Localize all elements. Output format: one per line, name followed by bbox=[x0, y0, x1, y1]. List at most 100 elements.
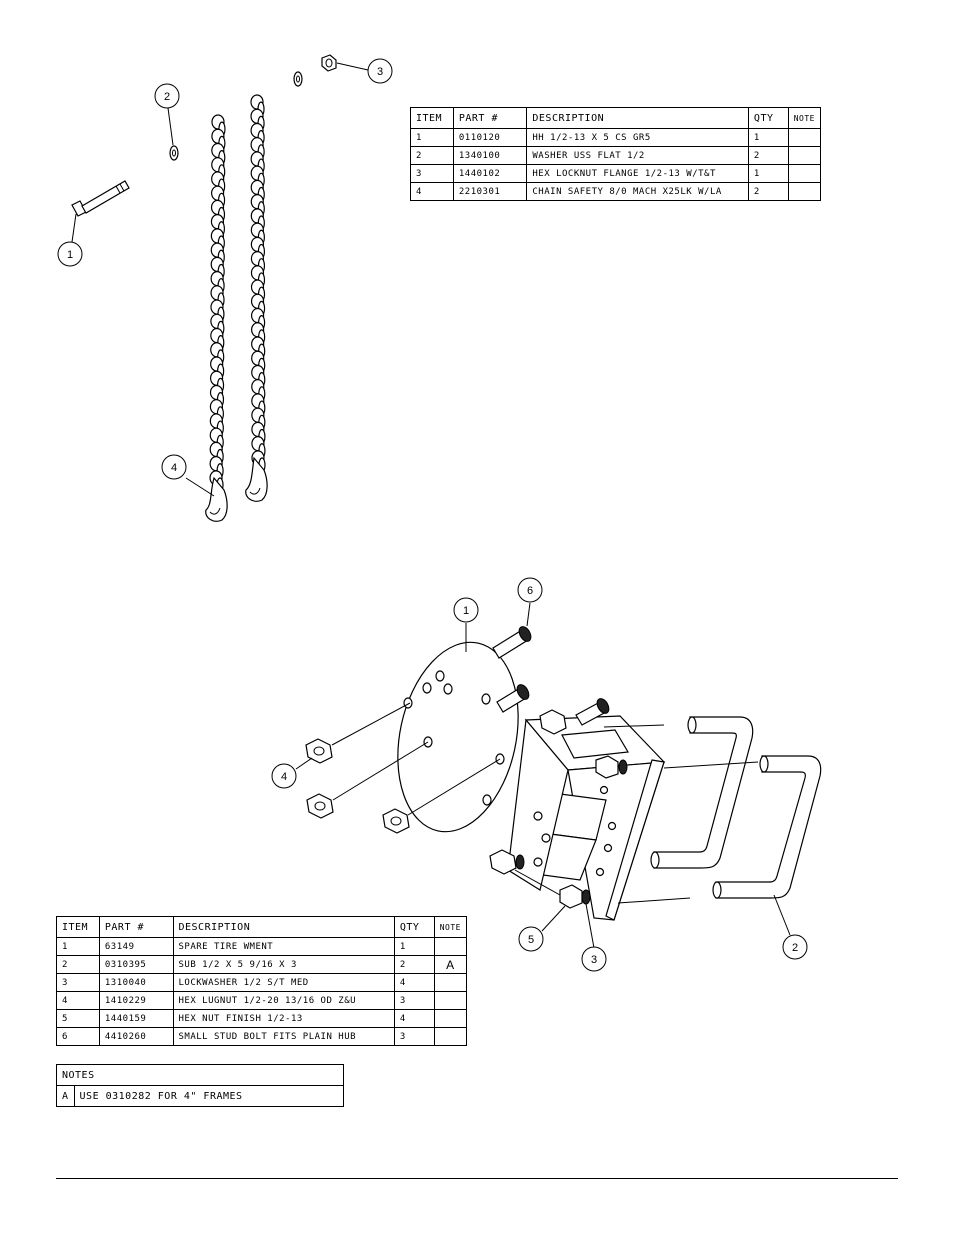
column-header-part: PART # bbox=[452, 107, 528, 129]
cell-qty: 1 bbox=[747, 128, 789, 147]
column-header-qty: QTY bbox=[747, 107, 789, 129]
cell-note bbox=[787, 182, 822, 201]
svg-text:2: 2 bbox=[164, 91, 170, 103]
bracket-weldment bbox=[505, 715, 666, 921]
column-header-item: ITEM bbox=[410, 107, 454, 129]
callout-bubbles: 1 2 3 4 1 2 3 4 5 6 bbox=[57, 58, 808, 972]
cell-part: 0310395 bbox=[98, 955, 174, 974]
washer-part bbox=[293, 71, 303, 87]
cell-item: 6 bbox=[56, 1027, 100, 1046]
leader-line bbox=[603, 724, 665, 728]
callout-lower-2: 2 bbox=[782, 934, 808, 960]
hex-nut-lower bbox=[489, 849, 591, 909]
cell-qty: 2 bbox=[747, 182, 789, 201]
leader-line bbox=[332, 741, 429, 801]
cell-description: SMALL STUD BOLT FITS PLAIN HUB bbox=[172, 1027, 395, 1046]
notes-table: NOTES A USE 0310282 FOR 4" FRAMES bbox=[56, 1064, 345, 1107]
leader-line bbox=[185, 477, 215, 497]
svg-text:1: 1 bbox=[463, 605, 469, 617]
cell-description: LOCKWASHER 1/2 S/T MED bbox=[172, 973, 395, 992]
cell-qty: 3 bbox=[393, 991, 435, 1010]
table-header-row: ITEM PART # DESCRIPTION QTY NOTE bbox=[410, 107, 822, 129]
column-header-part: PART # bbox=[98, 916, 174, 938]
cell-part: 1440159 bbox=[98, 1009, 174, 1028]
notes-row: A USE 0310282 FOR 4" FRAMES bbox=[56, 1085, 345, 1107]
cell-item: 3 bbox=[410, 164, 454, 183]
callout-upper-4: 4 bbox=[161, 454, 187, 480]
cell-note bbox=[433, 937, 468, 956]
upper-parts-table: ITEM PART # DESCRIPTION QTY NOTE 1 011012… bbox=[410, 107, 822, 201]
leader-line bbox=[773, 894, 791, 936]
column-header-note: NOTE bbox=[787, 107, 822, 129]
callout-lower-5: 5 bbox=[518, 926, 544, 952]
column-header-item: ITEM bbox=[56, 916, 100, 938]
cell-qty: 2 bbox=[393, 955, 435, 974]
cell-note bbox=[433, 1027, 468, 1046]
svg-text:3: 3 bbox=[591, 954, 597, 966]
cell-item: 3 bbox=[56, 973, 100, 992]
svg-text:1: 1 bbox=[67, 249, 73, 261]
cell-note bbox=[433, 1009, 468, 1028]
cell-item: 1 bbox=[56, 937, 100, 956]
stud-bolt-middle bbox=[496, 684, 530, 713]
cell-description: HEX LOCKNUT FLANGE 1/2-13 W/T&T bbox=[526, 164, 749, 183]
leader-line bbox=[617, 897, 691, 904]
leader-line bbox=[541, 905, 566, 932]
leader-line bbox=[585, 903, 595, 949]
cell-description: HEX LUGNUT 1/2-20 13/16 OD Z&U bbox=[172, 991, 395, 1010]
leader-line bbox=[71, 213, 77, 243]
svg-text:4: 4 bbox=[281, 771, 287, 783]
cell-item: 2 bbox=[410, 146, 454, 165]
callout-lower-3: 3 bbox=[581, 946, 607, 972]
stud-bolt-top bbox=[492, 626, 532, 659]
cell-description: HEX NUT FINISH 1/2-13 bbox=[172, 1009, 395, 1028]
leader-line bbox=[407, 758, 501, 816]
callout-upper-1: 1 bbox=[57, 241, 83, 267]
cell-item: 4 bbox=[410, 182, 454, 201]
cell-part: 2210301 bbox=[452, 182, 528, 201]
cell-part: 1340100 bbox=[452, 146, 528, 165]
hex-nut-upper bbox=[539, 709, 628, 779]
safety-chain-right bbox=[250, 94, 266, 473]
cell-part: 4410260 bbox=[98, 1027, 174, 1046]
lug-nut-3 bbox=[382, 808, 410, 834]
spare-tire-disc bbox=[397, 641, 519, 833]
safety-chain-left bbox=[209, 114, 226, 493]
cell-part: 0110120 bbox=[452, 128, 528, 147]
cell-description: SUB 1/2 X 5 9/16 X 3 bbox=[172, 955, 395, 974]
lug-nut-1 bbox=[305, 738, 333, 764]
lug-nut-2 bbox=[306, 793, 334, 819]
leader-line bbox=[331, 702, 411, 746]
svg-text:5: 5 bbox=[528, 934, 534, 946]
chain-hook-left bbox=[205, 476, 228, 522]
cell-qty: 1 bbox=[393, 937, 435, 956]
column-header-description: DESCRIPTION bbox=[526, 107, 749, 129]
cell-qty: 4 bbox=[393, 973, 435, 992]
table-header-row: ITEM PART # DESCRIPTION QTY NOTE bbox=[56, 916, 468, 938]
lower-assembly-drawing bbox=[295, 602, 822, 949]
cell-part: 1410229 bbox=[98, 991, 174, 1010]
column-header-note: NOTE bbox=[433, 916, 468, 938]
note-text: USE 0310282 FOR 4" FRAMES bbox=[73, 1085, 345, 1107]
cell-description: CHAIN SAFETY 8/0 MACH X25LK W/LA bbox=[526, 182, 749, 201]
cell-note bbox=[787, 146, 822, 165]
cell-item: 2 bbox=[56, 955, 100, 974]
cell-description: HH 1/2-13 X 5 CS GR5 bbox=[526, 128, 749, 147]
cell-part: 1440102 bbox=[452, 164, 528, 183]
column-header-description: DESCRIPTION bbox=[172, 916, 395, 938]
cell-note bbox=[433, 991, 468, 1010]
svg-text:6: 6 bbox=[527, 585, 533, 597]
cell-item: 5 bbox=[56, 1009, 100, 1028]
chain-hook-right bbox=[245, 456, 268, 502]
leader-line bbox=[167, 107, 174, 146]
cell-part: 63149 bbox=[98, 937, 174, 956]
callout-upper-2: 2 bbox=[154, 83, 180, 109]
stud-bolt-rear bbox=[575, 698, 610, 726]
